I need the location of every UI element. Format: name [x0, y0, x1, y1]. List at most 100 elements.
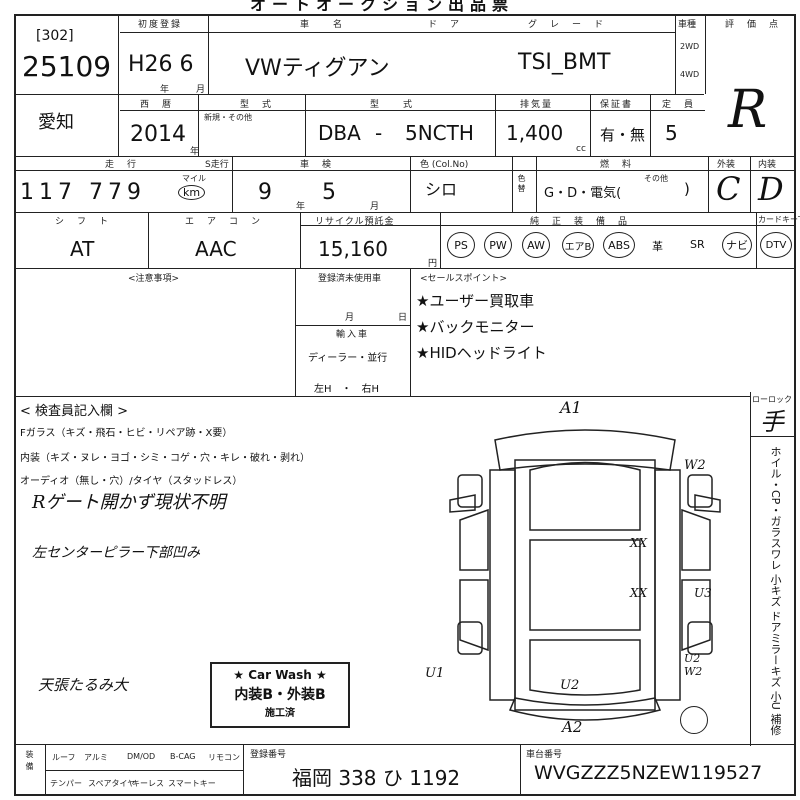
shaken-year-unit: 年	[296, 202, 308, 212]
vehicle-label: 車 名	[300, 20, 345, 30]
opt-spare: スペアタイヤ	[88, 779, 136, 788]
equip-leather: 革	[652, 240, 663, 253]
equip-airbag: エアB	[562, 232, 594, 258]
header-banner: オートオークション出品票	[250, 0, 515, 14]
fuel-value: G・D・電気(	[544, 186, 622, 201]
interior-grade: D	[758, 170, 784, 208]
lot-prefix: [302]	[36, 28, 74, 44]
notes-label: <注意事項>	[128, 274, 180, 284]
mileage-unit: km	[178, 185, 206, 200]
records-label: 登録済未使用車	[318, 274, 382, 284]
exterior-grade: C	[716, 170, 741, 208]
model-prefix: DBA	[318, 121, 361, 145]
damage-mark-a1: A1	[560, 398, 582, 417]
sales-point-1: ★ユーザー買取車	[416, 292, 535, 310]
model-code: 5NCTH	[405, 121, 474, 145]
interior-label: 内装	[758, 160, 777, 170]
inspector-handwritten-1: Rゲート開かず現状不明	[32, 492, 226, 513]
chassis-number: WVGZZZ5NZEW119527	[534, 762, 763, 784]
classification-label: 車種	[678, 20, 697, 30]
car-wash-grades: 内装B・外装B	[234, 687, 326, 703]
damage-mark-u3: U3	[694, 586, 712, 600]
year-unit: 年	[190, 147, 202, 157]
model-sep: -	[375, 121, 383, 145]
color-label: 色 (Col.No)	[420, 160, 469, 170]
equipment-label: 純 正 装 備 品	[530, 217, 630, 227]
import-label: 輸入車	[336, 330, 370, 340]
inspector-line-3: オーディオ（無し・穴）/タイヤ（スタッドレス）	[20, 476, 243, 487]
color-change-label: 色替	[517, 174, 526, 194]
damage-mark-u1: U1	[425, 666, 445, 681]
equip-dtv: DTV	[760, 232, 792, 258]
fuel-other: その他	[644, 174, 668, 183]
fuel-label: 燃 料	[600, 160, 634, 170]
region: 愛知	[38, 112, 74, 133]
exterior-label: 外装	[717, 160, 736, 170]
fuel-close: )	[684, 180, 690, 198]
right-circle-mark	[680, 706, 708, 734]
opt-keyless: キーレス	[132, 779, 164, 788]
records-day: 日	[398, 313, 410, 323]
class-4wd: 4WD	[680, 70, 700, 79]
door-label: ド ア	[428, 20, 462, 30]
equip-pw: PW	[484, 232, 512, 258]
shaken-year: 9	[258, 180, 272, 205]
capacity: 5	[665, 121, 678, 145]
first-reg-month-unit: 月	[196, 85, 208, 95]
plate-number: 福岡 338 ひ 1192	[292, 766, 461, 790]
opt-remocon: リモコン	[208, 753, 240, 762]
sales-point-2: ★バックモニター	[416, 318, 535, 336]
damage-mark-u2-w2: U2 W2	[684, 652, 703, 678]
keyless-label: カードキーTV	[758, 215, 800, 224]
car-wash-done: 施工済	[265, 708, 295, 719]
mileage: 117 779	[20, 180, 146, 205]
opt-roof: ルーフ	[52, 753, 76, 762]
inspector-handwritten-3: 天張たるみ大	[38, 676, 129, 694]
auction-sheet-frame	[14, 14, 796, 796]
first-reg-value: H26 6	[128, 52, 194, 77]
inspector-title: < 検査員記入欄 >	[20, 404, 129, 419]
year-label: 西 暦	[140, 100, 174, 110]
cc-unit: cc	[576, 144, 586, 154]
shaken-month-unit: 月	[370, 202, 382, 212]
shift: AT	[70, 237, 95, 261]
recycle: 15,160	[318, 237, 388, 261]
vehicle-name: VWティグアン	[245, 56, 390, 81]
damage-mark-a2: A2	[562, 718, 583, 736]
first-reg-label: 初度登録	[138, 20, 183, 30]
yen-unit: 円	[428, 259, 438, 269]
warranty: 有・無	[600, 126, 646, 144]
equip-abs: ABS	[603, 232, 635, 258]
shift-label: シ フ ト	[55, 217, 111, 227]
first-reg-year-unit: 年	[160, 85, 172, 95]
opt-alumi: アルミ	[84, 753, 108, 762]
equip-ps: PS	[447, 232, 475, 258]
dealer-parallel: ディーラー・並行	[308, 353, 388, 364]
inspector-line-2: 内装（キズ・ヌレ・ヨゴ・シミ・コゲ・穴・キレ・破れ・剥れ）	[20, 453, 310, 464]
opt-smartkey: スマートキー	[168, 779, 216, 788]
warranty-label: 保証書	[600, 100, 634, 110]
equip-sunroof: SR	[690, 238, 705, 251]
color: シロ	[425, 180, 458, 199]
damage-mark-u2: U2	[560, 678, 580, 693]
car-wash-stamp: ★ Car Wash ★ 内装B・外装B 施工済	[210, 662, 350, 728]
displacement: 1,400	[506, 121, 564, 145]
damage-mark-xx-2: XX	[630, 586, 648, 600]
year: 2014	[130, 122, 186, 147]
chassis-label: 車台番号	[526, 750, 563, 760]
inspection-label: 型 式	[240, 100, 274, 110]
displacement-label: 排気量	[520, 100, 554, 110]
sales-label: <セールスポイント>	[420, 274, 508, 284]
inspector-line-1: Fガラス（キズ・飛石・ヒビ・リペア跡・X要）	[20, 428, 233, 439]
class-2wd: 2WD	[680, 42, 700, 51]
damage-mark-w2: W2	[684, 458, 706, 473]
shaken-label: 車 検	[300, 160, 334, 170]
equipment-bottom-label: 装備	[25, 750, 34, 774]
right-vertical-notes: ホイル・CP・ガラスワレ 小キズ ドアミラーキズ 小U 補修	[769, 446, 782, 736]
car-damage-diagram	[449, 429, 721, 721]
car-wash-title: ★ Car Wash ★	[233, 668, 327, 682]
grade-label: グ レ ー ド	[528, 20, 606, 30]
opt-temper: テンパー	[50, 779, 82, 788]
inspector-handwritten-2: 左センターピラー下部凹み	[32, 545, 200, 561]
opt-dmod: DM/OD	[127, 752, 156, 761]
